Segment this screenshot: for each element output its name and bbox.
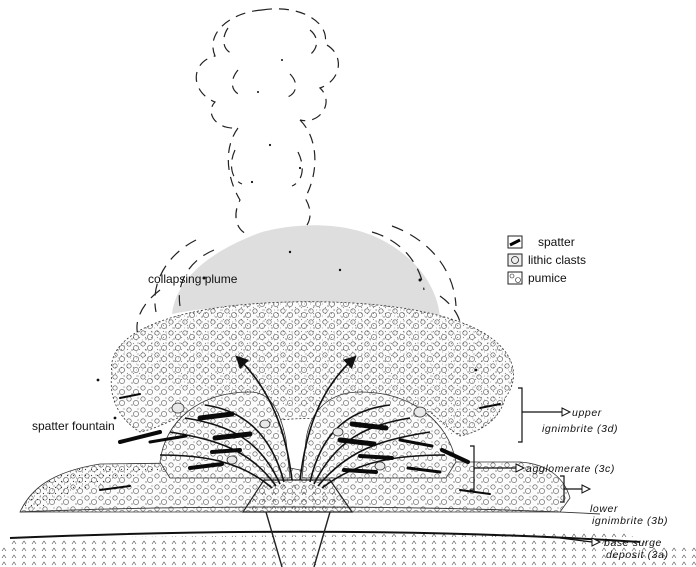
label-upper-ignimbrite-1: upper [572,407,602,419]
legend-lithic-clasts: lithic clasts [528,253,586,267]
label-lower-ignimbrite-2: ignimbrite (3b) [592,515,668,527]
lithic-clasts-swatch [508,254,522,266]
label-spatter-fountain: spatter fountain [32,419,115,433]
label-agglomerate: agglomerate (3c) [526,463,615,475]
label-base-surge-1: base surge [604,537,662,549]
eruption-column [196,9,338,236]
legend-spatter: spatter [538,235,575,249]
label-lower-ignimbrite-1: lower [590,503,618,515]
label-upper-ignimbrite-2: ignimbrite (3d) [542,423,618,435]
label-collapsing-plume: collapsing plume [148,272,238,286]
label-base-surge-2: deposit (3a) [606,549,669,561]
legend: spatter lithic clasts pumice [508,235,586,285]
legend-pumice: pumice [528,271,567,285]
